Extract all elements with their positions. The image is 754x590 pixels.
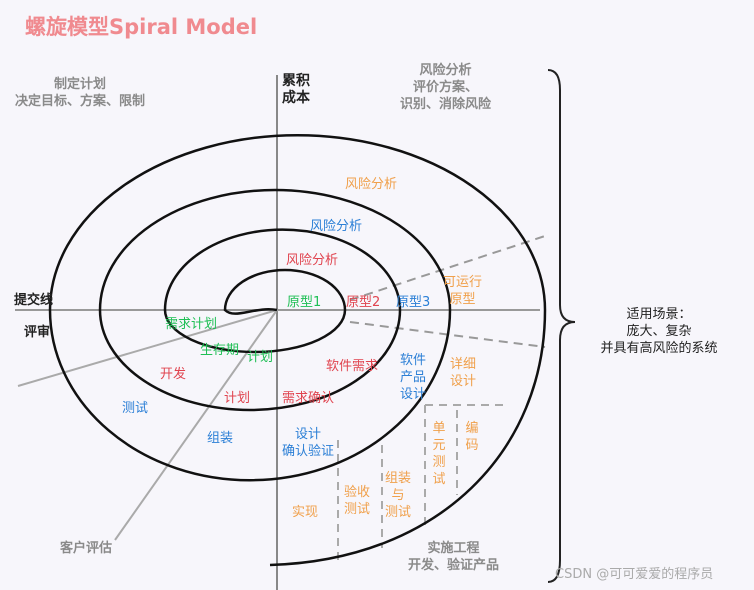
prototype-3: 原型3 [396,295,431,310]
engineering-dashed-box [337,404,505,560]
integration: 组装 [207,431,234,446]
risk-analysis-1: 风险分析 [286,253,339,268]
integration-and-test: 组装 与 测试 [385,471,412,520]
diagram-title: 螺旋模型Spiral Model [25,15,258,39]
risk-analysis-2: 风险分析 [310,219,363,234]
lifecycle-plan: 计划 [247,350,274,365]
requirements-plan: 需求计划 [165,317,218,332]
unit-test: 单元测试 [432,421,446,487]
commit-line-label: 提交线 [14,293,54,308]
acceptance-test: 验收 测试 [344,485,371,517]
review-line-1 [17,309,278,387]
review-line-2 [114,309,278,541]
prototype-1: 原型1 [287,295,322,310]
dashed-line-1 [349,235,546,301]
eval-quadrant-label: 客户评估 [60,541,113,556]
watermark: CSDN @可可爱爱的程序员 [555,567,714,582]
spiral-curve [48,133,547,567]
software-requirements: 软件需求 [326,359,379,374]
development: 开发 [160,367,187,382]
review-label: 评审 [24,325,51,340]
requirements-validation: 需求确认 [282,391,335,406]
design-verification: 设计 确认验证 [282,427,335,459]
implementation: 实现 [292,505,319,520]
product-design: 软件 产品 设计 [400,353,427,402]
plan-quadrant-label: 制定计划 决定目标、方案、限制 [15,77,146,109]
lifecycle: 生存期 [200,343,240,358]
coding: 编码 [465,421,479,453]
development-plan: 计划 [224,391,251,406]
risk-quadrant-label: 风险分析 评价方案、 识别、消除风险 [400,63,492,112]
test: 测试 [122,401,149,416]
brace-icon [547,69,576,583]
prototype-2: 原型2 [346,295,381,310]
detailed-design: 详细 设计 [450,357,477,389]
operational-prototype: 可运行 原型 [443,275,483,307]
applicable-scenario: 适用场景： 庞大、复杂 并具有高风险的系统 [600,307,718,356]
risk-analysis-3: 风险分析 [345,177,398,192]
engineer-quadrant-label: 实施工程 开发、验证产品 [408,541,500,573]
cost-axis-label: 累积 成本 [282,73,310,106]
